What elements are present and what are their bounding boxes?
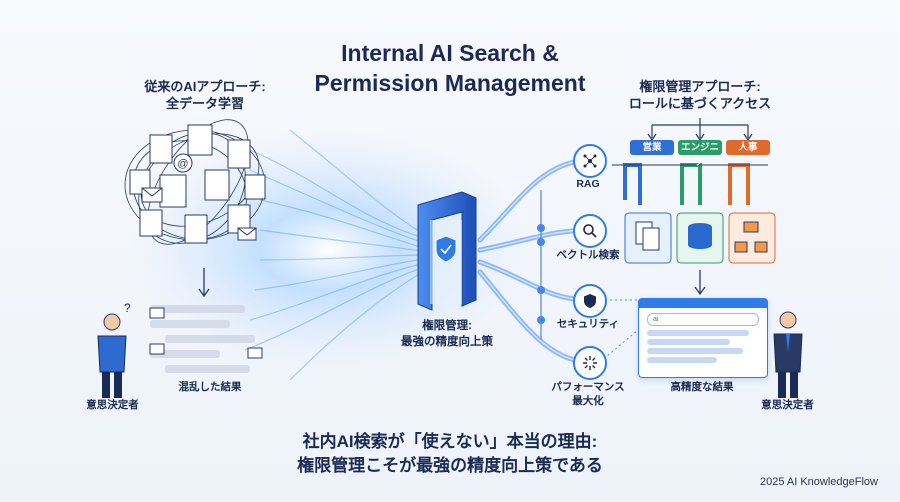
mail-icons <box>141 187 257 241</box>
feature-label-vector-search: ベクトル検索 <box>556 249 620 261</box>
bottom-message: 社内AI検索が「使えない」本当の理由: 権限管理こそが最強の精度向上策である <box>297 432 603 475</box>
footer-credit: 2025 AI KnowledgeFlow <box>759 476 878 488</box>
arrow-down-left <box>198 268 210 298</box>
feature-guides <box>599 299 639 363</box>
results-panel: ai <box>638 298 768 378</box>
result-line <box>647 348 743 354</box>
department-data-cards <box>624 212 776 264</box>
right-approach-heading: 権限管理アプローチ: ロールに基づくアクセス <box>628 79 772 111</box>
feature-label-security: セキュリティ <box>556 318 620 330</box>
left-person-label: 意思決定者 <box>86 399 139 411</box>
at-sign-glyph: @ <box>177 158 188 170</box>
connector-node <box>537 238 545 246</box>
arrow-down-right <box>694 270 706 296</box>
burst-icon <box>573 346 607 380</box>
magnifier-icon <box>573 214 607 248</box>
department-badge-sales: 営業 <box>630 140 674 155</box>
role-branch-lines <box>647 118 753 142</box>
svg-text:?: ? <box>124 301 131 315</box>
left-approach-heading: 従来のAIアプローチ: 全データ学習 <box>144 79 266 111</box>
center-gate-label: 権限管理: 最強の精度向上策 <box>401 320 493 348</box>
incoming-streams <box>244 129 431 381</box>
connector-node <box>537 286 545 294</box>
right-result-label: 高精度な結果 <box>670 381 734 393</box>
department-badge-hr: 人事 <box>726 140 770 155</box>
feature-label-rag: RAG <box>576 178 600 190</box>
page-title: Internal AI Search & Permission Manageme… <box>314 40 586 96</box>
result-line <box>647 330 750 336</box>
feature-label-performance: パフォーマンス 最大化 <box>551 381 625 407</box>
department-badge-engineer: エンジニア <box>678 140 722 168</box>
decision-maker-left-figure: ? <box>97 301 131 398</box>
result-line <box>647 357 718 363</box>
connector-node <box>537 224 545 232</box>
at-sign-icon <box>173 153 193 173</box>
left-result-label: 混乱した結果 <box>178 381 242 393</box>
results-panel-header <box>639 299 767 308</box>
right-person-label: 意思決定者 <box>761 399 814 411</box>
result-line <box>647 339 731 345</box>
document-icons <box>129 124 266 244</box>
blurry-result-list <box>150 305 255 373</box>
permission-gate-icon <box>417 191 477 311</box>
shield-icon <box>573 284 607 318</box>
connector-node <box>537 316 545 324</box>
search-input[interactable]: ai <box>647 313 759 326</box>
decision-maker-right-figure <box>773 311 803 398</box>
result-mail-icons <box>149 307 263 359</box>
department-doorways <box>612 163 768 205</box>
network-icon <box>573 144 607 178</box>
